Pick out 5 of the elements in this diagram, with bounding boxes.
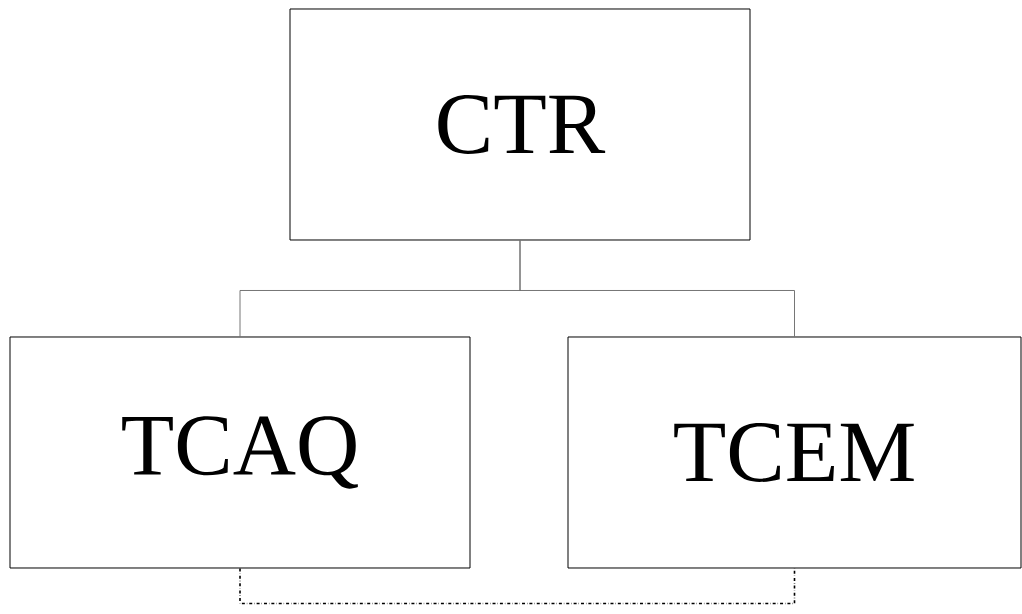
box: TCAQ bbox=[9, 336, 471, 569]
box: TCEM bbox=[567, 336, 1022, 569]
connector bbox=[519, 240, 795, 337]
connector bbox=[239, 567, 796, 605]
box: CTR bbox=[289, 8, 751, 241]
